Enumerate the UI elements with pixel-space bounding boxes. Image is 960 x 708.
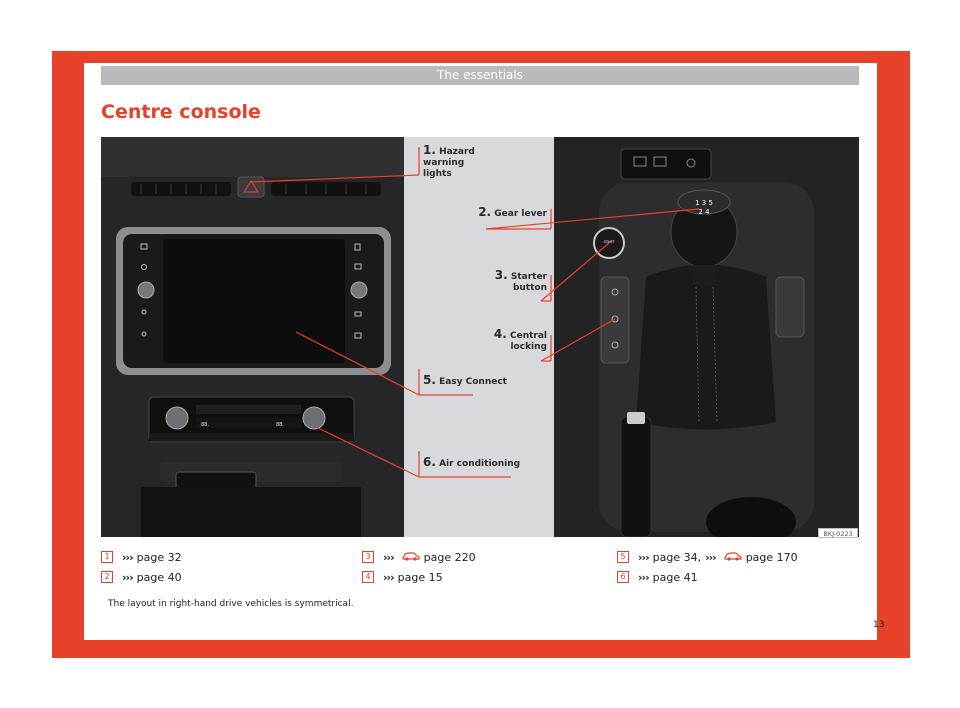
callout-central-locking: 4. Central locking [493, 327, 547, 352]
ref-link[interactable]: page 170 [745, 550, 798, 564]
svg-text:88.: 88. [201, 422, 209, 428]
svg-text:88.: 88. [276, 422, 284, 428]
ref-link[interactable]: page 220 [423, 550, 476, 564]
callout-starter-button: 3. Starter button [494, 268, 547, 293]
centre-console-photo: 88. 88. START 1 3 5 2 4 [101, 137, 859, 537]
infotainment-screen [163, 239, 345, 363]
footnote: The layout in right-hand drive vehicles … [108, 599, 354, 609]
ref-number-badge: 5 [617, 551, 629, 563]
callout-easy-connect: 5. Easy Connect [423, 373, 507, 387]
ref-link[interactable]: page 32 [136, 550, 182, 564]
callout-hazard-warning-lights: 1. Hazard warning lights [423, 143, 475, 179]
ref-link[interactable]: page 40 [136, 570, 182, 584]
page-number: 13 [873, 620, 885, 630]
car-book-icon [723, 550, 743, 564]
svg-text:1 3 5: 1 3 5 [695, 199, 713, 207]
reference-item: 3 ››› page 220 [362, 547, 476, 567]
svg-text:2 4: 2 4 [698, 208, 710, 216]
ref-number-badge: 4 [362, 571, 374, 583]
page-title: Centre console [101, 101, 261, 123]
references-col-1: 1 ››› page 32 2 ››› page 40 [101, 547, 182, 587]
reference-item: 6 ››› page 41 [617, 567, 798, 587]
image-code: BKJ-0223 [818, 528, 858, 538]
reference-item: 5 ››› page 34, ››› page 170 [617, 547, 798, 567]
ref-number-badge: 6 [617, 571, 629, 583]
ref-link[interactable]: page 15 [397, 570, 443, 584]
ref-number-badge: 1 [101, 551, 113, 563]
references-col-3: 5 ››› page 34, ››› page 170 6 ››› page 4… [617, 547, 798, 587]
console-illustration: 88. 88. START 1 3 5 2 4 [101, 137, 859, 537]
section-header: The essentials [101, 66, 859, 85]
reference-item: 4 ››› page 15 [362, 567, 476, 587]
references-col-2: 3 ››› page 220 4 ››› page 15 [362, 547, 476, 587]
callout-air-conditioning: 6. Air conditioning [423, 455, 521, 469]
ref-link[interactable]: page 34, [652, 550, 702, 564]
reference-item: 2 ››› page 40 [101, 567, 182, 587]
car-book-icon [401, 550, 421, 564]
callout-gear-lever: 2. Gear lever [478, 205, 547, 219]
reference-item: 1 ››› page 32 [101, 547, 182, 567]
svg-text:START: START [604, 240, 616, 244]
ref-link[interactable]: page 41 [652, 570, 698, 584]
ref-number-badge: 2 [101, 571, 113, 583]
ref-number-badge: 3 [362, 551, 374, 563]
